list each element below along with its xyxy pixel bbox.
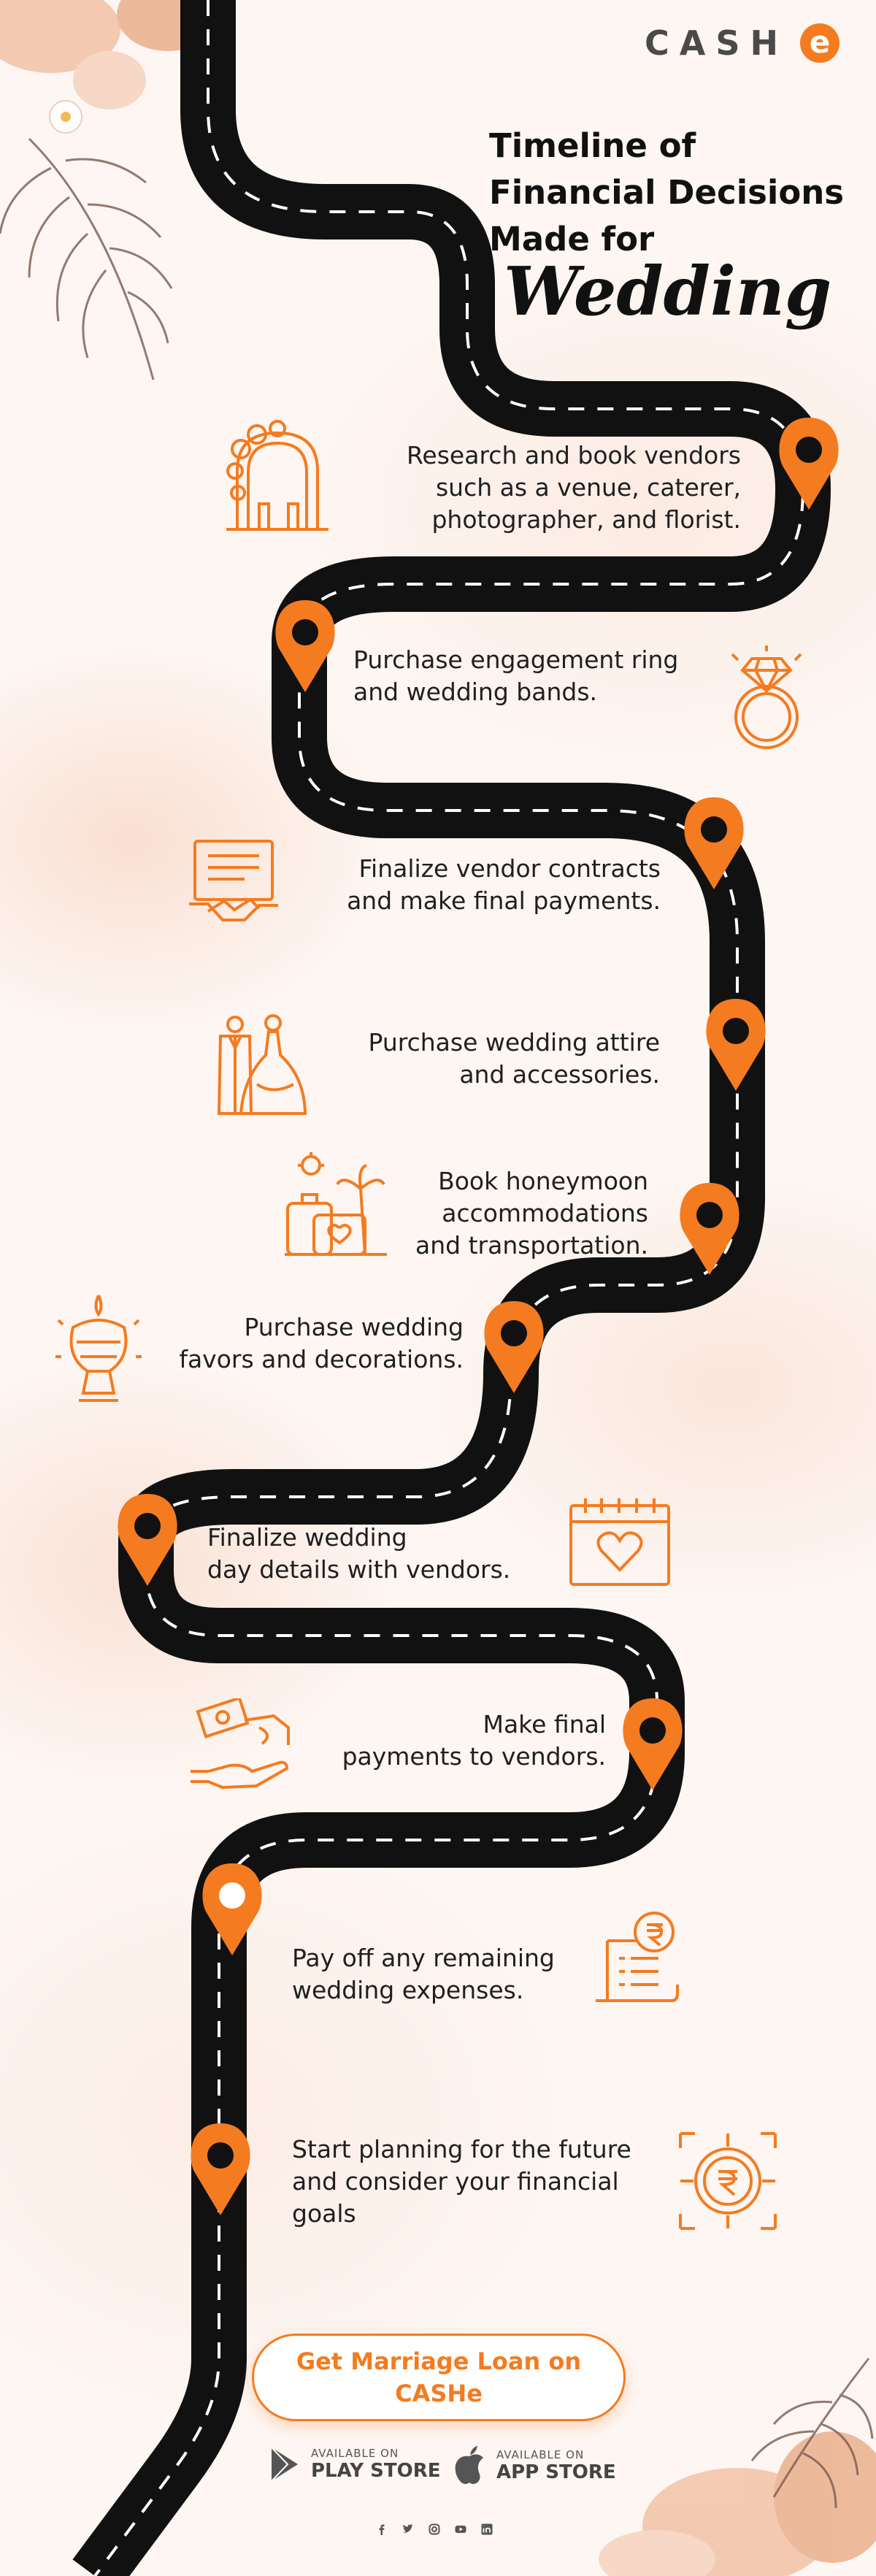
calendar-heart-icon — [569, 1498, 670, 1586]
rupee-target-icon — [679, 2132, 777, 2230]
cashe-logo: CASH e — [645, 23, 840, 63]
step-9-line-2: wedding expenses. — [292, 1976, 524, 2004]
step-2-line-1: Purchase engagement ring — [353, 645, 679, 674]
step-10-line-2: and consider your financial — [292, 2167, 619, 2196]
app-store-small: AVAILABLE ON — [496, 2448, 585, 2461]
app-store-badge[interactable]: AVAILABLE ON APP STORE — [453, 2446, 616, 2485]
pin-3 — [684, 797, 744, 889]
play-store-label: PLAY STORE — [311, 2460, 441, 2482]
step-6-line-2: favors and decorations. — [179, 1345, 464, 1373]
step-10: Start planning for the future and consid… — [292, 2134, 631, 2230]
step-4-line-2: and accessories. — [459, 1060, 660, 1089]
contract-handshake-icon — [189, 840, 278, 921]
pin-9 — [202, 1863, 262, 1955]
pin-4 — [706, 999, 766, 1091]
facebook-icon[interactable] — [376, 2523, 388, 2535]
title-line-2: Financial Decisions — [489, 173, 845, 212]
step-9: Pay off any remaining wedding expenses. — [292, 1942, 555, 2006]
app-store-label: APP STORE — [496, 2461, 616, 2483]
step-9-line-1: Pay off any remaining — [292, 1944, 555, 1972]
cta-line-1: Get Marriage Loan on — [296, 2347, 582, 2375]
step-1-line-3: photographer, and florist. — [431, 505, 741, 534]
page-title: Timeline of Financial Decisions Made for — [489, 123, 854, 263]
step-1: Research and book vendors such as a venu… — [407, 440, 741, 536]
step-8: Make final payments to vendors. — [342, 1709, 606, 1773]
title-line-1: Timeline of — [489, 126, 696, 165]
step-8-line-2: payments to vendors. — [342, 1742, 606, 1771]
step-10-line-3: goals — [292, 2199, 356, 2228]
step-8-line-1: Make final — [483, 1710, 606, 1739]
step-7-line-1: Finalize wedding — [207, 1523, 407, 1552]
play-store-small: AVAILABLE ON — [311, 2447, 399, 2460]
step-6-line-1: Purchase wedding — [244, 1313, 464, 1341]
step-1-line-2: such as a venue, caterer, — [435, 473, 741, 502]
step-2: Purchase engagement ring and wedding ban… — [353, 644, 678, 708]
social-links — [376, 2523, 493, 2535]
step-6: Purchase wedding favors and decorations. — [179, 1311, 464, 1376]
play-store-icon — [271, 2447, 298, 2482]
apple-icon — [455, 2446, 483, 2484]
instagram-icon[interactable] — [429, 2523, 440, 2535]
money-hands-icon — [191, 1698, 290, 1790]
linkedin-icon[interactable] — [481, 2523, 493, 2535]
twitter-icon[interactable] — [402, 2523, 414, 2535]
play-store-badge[interactable]: AVAILABLE ON PLAY STORE — [269, 2446, 440, 2483]
pin-5 — [680, 1183, 739, 1275]
step-5: Book honeymoon accommodations and transp… — [415, 1165, 648, 1262]
logo-badge: e — [800, 23, 840, 63]
youtube-icon[interactable] — [455, 2523, 466, 2535]
cta-line-2: CASHe — [395, 2380, 483, 2407]
step-3-line-2: and make final payments. — [347, 886, 661, 915]
step-3-line-1: Finalize vendor contracts — [358, 854, 661, 883]
step-1-line-1: Research and book vendors — [406, 441, 741, 469]
step-4: Purchase wedding attire and accessories. — [369, 1027, 660, 1091]
step-10-line-1: Start planning for the future — [292, 2135, 631, 2163]
diamond-ring-icon — [731, 645, 802, 749]
pin-6 — [484, 1301, 544, 1393]
step-5-line-1: Book honeymoon — [438, 1167, 648, 1195]
title-script: Wedding — [504, 252, 832, 331]
step-7: Finalize wedding day details with vendor… — [207, 1522, 510, 1586]
title-line-3: Made for — [489, 220, 655, 258]
step-7-line-2: day details with vendors. — [207, 1555, 511, 1584]
step-2-line-2: and wedding bands. — [353, 678, 597, 706]
logo-text: CASH — [645, 23, 788, 63]
luggage-palm-icon — [285, 1152, 387, 1256]
pin-8 — [623, 1698, 683, 1790]
get-marriage-loan-button[interactable]: Get Marriage Loan on CASHe — [252, 2334, 626, 2421]
wedding-attire-icon — [217, 1014, 307, 1115]
pin-7 — [118, 1494, 177, 1586]
wedding-arch-icon — [226, 420, 328, 531]
rupee-bill-icon — [596, 1912, 679, 2002]
step-3: Finalize vendor contracts and make final… — [347, 853, 661, 917]
step-4-line-1: Purchase wedding attire — [368, 1028, 660, 1057]
pin-2 — [275, 600, 335, 692]
step-5-line-3: and transportation. — [415, 1231, 648, 1260]
step-5-line-2: accommodations — [442, 1199, 648, 1227]
pin-10 — [191, 2123, 250, 2215]
pin-1 — [779, 418, 839, 510]
decoration-lamp-icon — [55, 1295, 142, 1402]
